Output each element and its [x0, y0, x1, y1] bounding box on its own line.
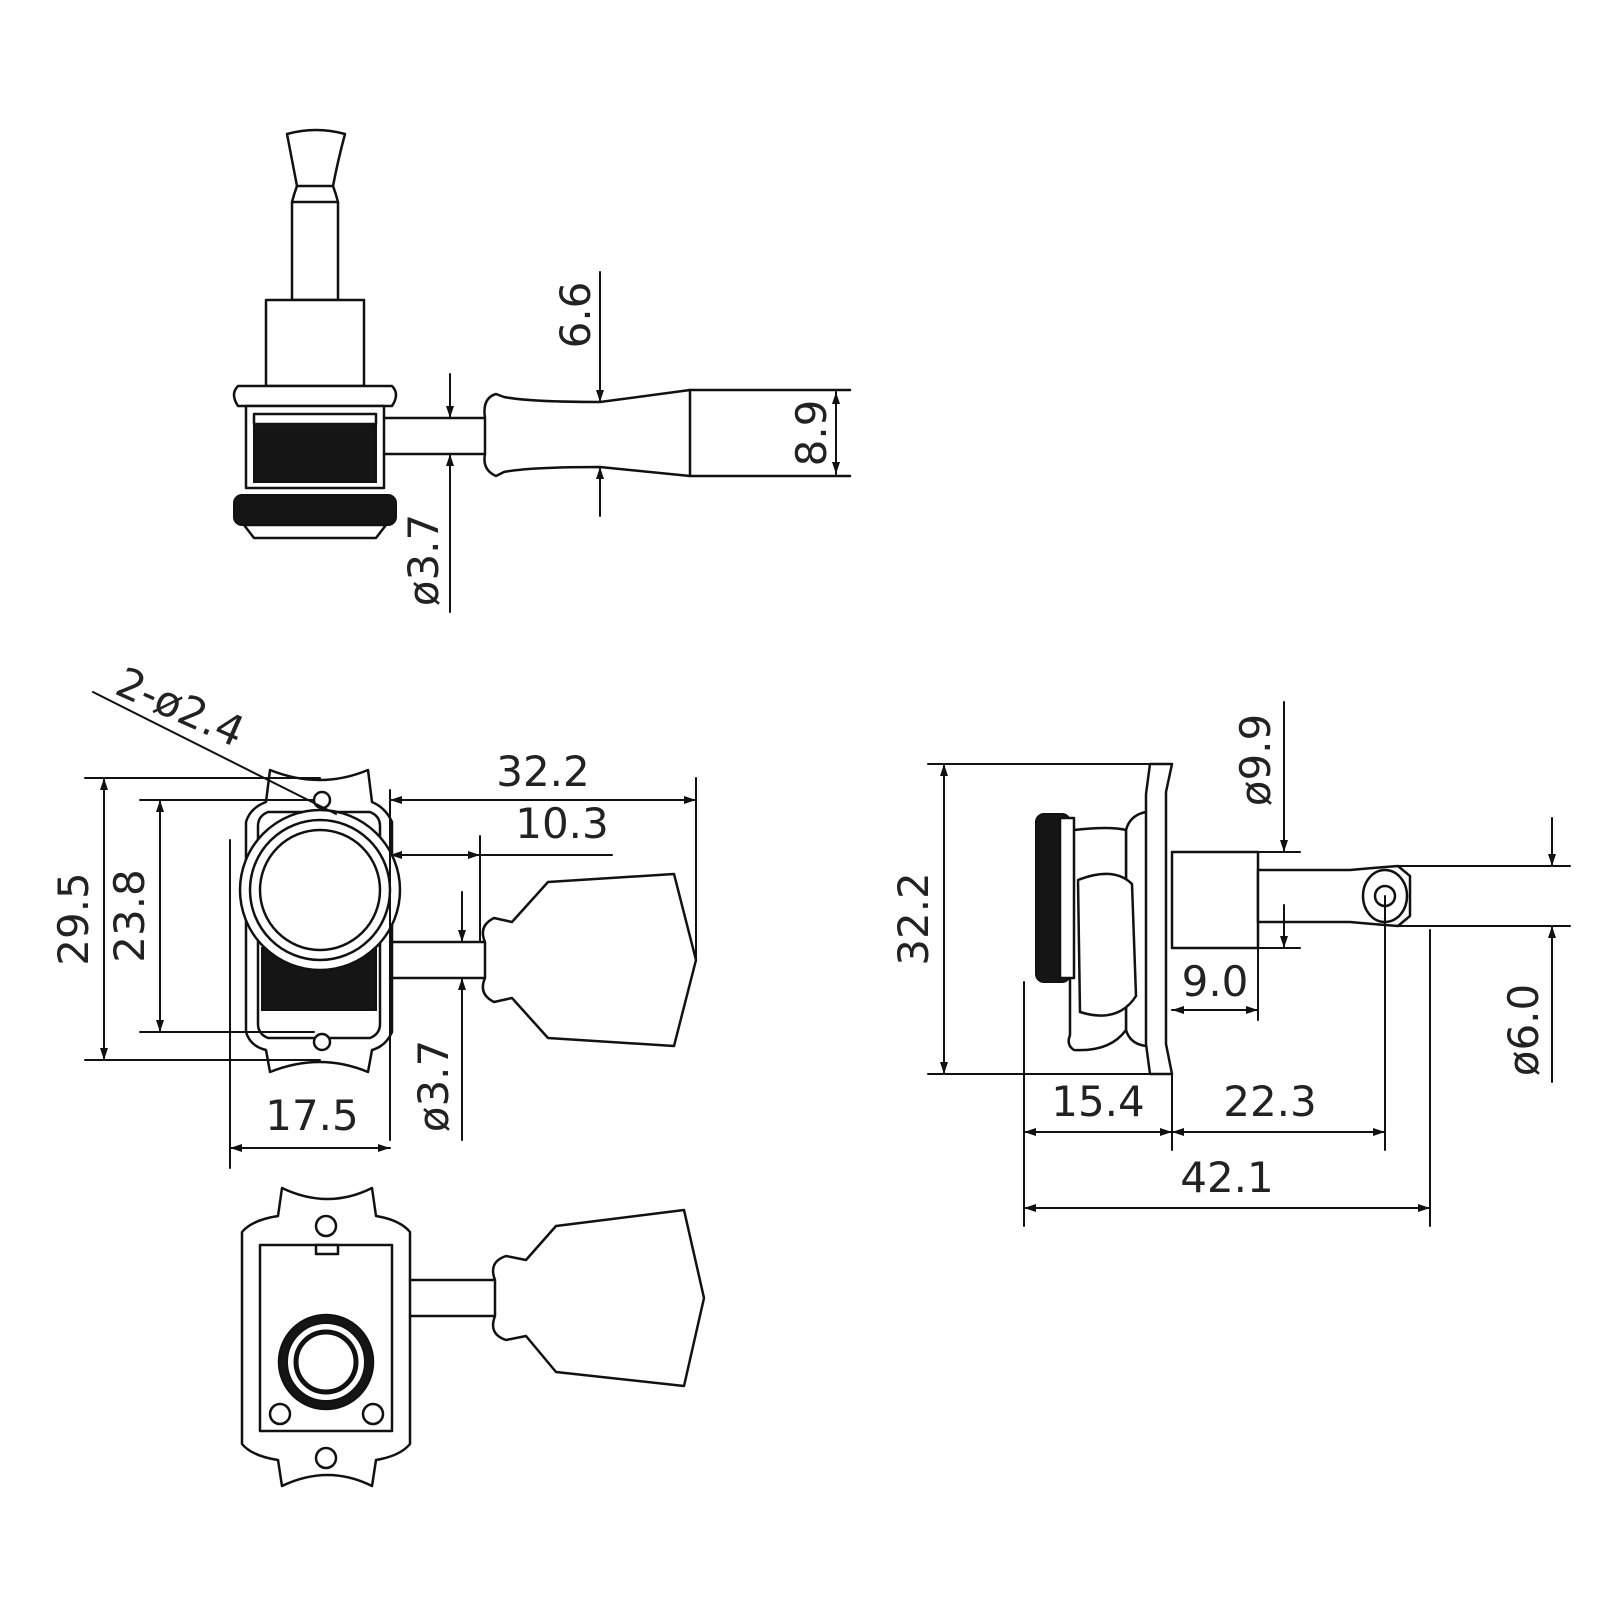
dim-label-overall-length: 42.1: [1180, 1153, 1274, 1202]
dim-label-shaft-dia: ø3.7: [399, 514, 448, 607]
dim-label-button-height: 8.9: [787, 400, 836, 467]
bushing: [264, 298, 366, 388]
dim-label-body-depth: 15.4: [1051, 1077, 1145, 1126]
dim-label-shaft-dia: ø3.7: [409, 1040, 458, 1133]
dim-label-post-dia: ø6.0: [1499, 984, 1548, 1077]
dim-label-post-to-button: 10.3: [515, 799, 609, 848]
mounting-hole-bottom: [314, 1446, 338, 1470]
dim-label-post-waist: 6.6: [551, 282, 600, 349]
back-view: [240, 1186, 706, 1488]
dim-label-hole-spacing: 23.8: [105, 869, 154, 963]
dim-label-bushing-dia: ø9.9: [1231, 714, 1280, 807]
gear-shaft-center: [293, 1329, 359, 1395]
mounting-plate-side: [1144, 762, 1174, 1076]
screw-cap-edge: [1058, 816, 1076, 980]
dim-label-bushing-length: 9.0: [1182, 957, 1249, 1006]
housing-top-rim: [252, 412, 378, 426]
screw-hole-right: [361, 1402, 385, 1426]
plate-inner-edge: [256, 810, 382, 1040]
dim-label-holes: 2-ø2.4: [109, 657, 252, 756]
tuner-button: [481, 872, 698, 1048]
leader-line: [92, 691, 337, 815]
tuner-button-back: [491, 1208, 706, 1388]
gear-cover: [1076, 872, 1138, 1017]
mounting-hole-bottom: [312, 1032, 332, 1052]
front-view: 2-ø2.4 32.2 10.3 29.5 23.8 17.5 ø3.7: [49, 657, 698, 1169]
dim-label-plate-height: 29.5: [49, 872, 98, 966]
string-post-top: [285, 128, 347, 302]
screw-hole-left: [268, 1402, 292, 1426]
dim-label-plate-width: 17.5: [265, 1091, 359, 1140]
mounting-hole-top: [312, 790, 332, 810]
bushing-outer: [238, 808, 402, 972]
recess-notch: [314, 1243, 340, 1256]
top-view: 6.6 8.9 ø3.7: [232, 128, 852, 613]
dim-label-post-to-hole: 22.3: [1223, 1077, 1317, 1126]
post-face: [258, 828, 382, 952]
side-view: 32.2 ø9.9 9.0 ø6.0 15.4 22.3 42.1: [889, 701, 1571, 1227]
dim-label-overall-width: 32.2: [496, 747, 590, 796]
bushing-side: [1170, 850, 1260, 950]
worm-gear-knurl: [253, 423, 377, 483]
dim-label-height: 32.2: [889, 872, 938, 966]
screw-cap: [242, 523, 388, 540]
button-top: [483, 388, 692, 478]
screw-cap-knurl: [233, 494, 397, 526]
flange: [232, 384, 398, 408]
mounting-hole-top: [314, 1214, 338, 1238]
